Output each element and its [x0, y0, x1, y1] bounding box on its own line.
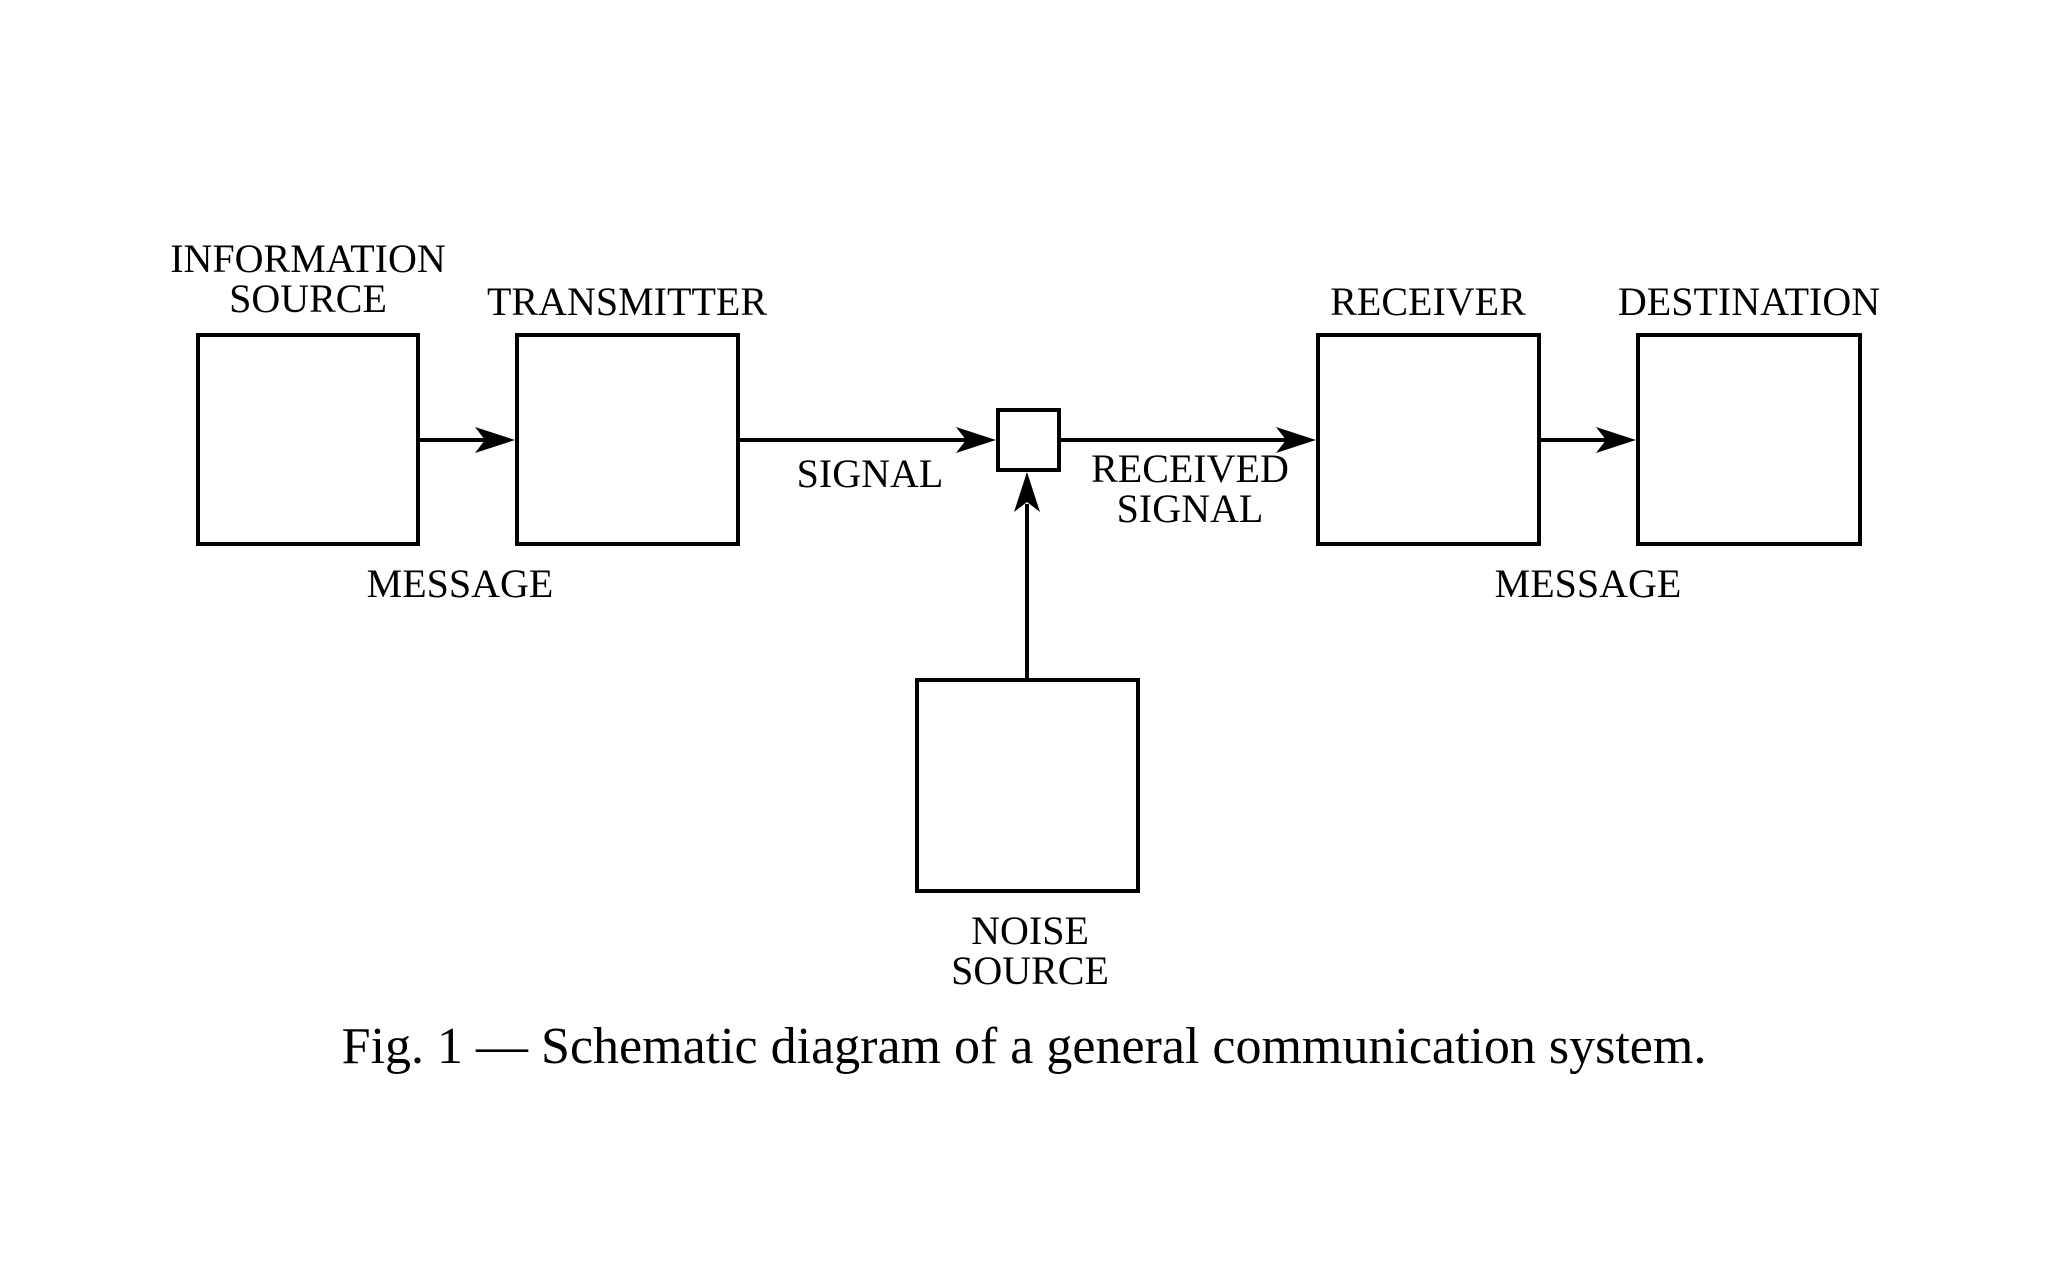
destination-label: DESTINATION — [1617, 279, 1881, 324]
transmitter-box — [515, 333, 740, 546]
information-source-label: INFORMATION SOURCE — [170, 236, 446, 321]
message-label-left: MESSAGE — [366, 561, 554, 606]
arrow-transmitter-to-channel — [738, 427, 996, 453]
noise-source-box — [915, 678, 1140, 893]
channel-junction-box — [996, 408, 1061, 472]
received-signal-label: RECEIVED SIGNAL — [1091, 446, 1289, 531]
noise-source-label: NOISE SOURCE — [951, 908, 1109, 993]
arrow-channel-to-receiver — [1059, 427, 1316, 453]
information-source-box — [196, 333, 420, 546]
figure-caption: Fig. 1 — Schematic diagram of a general … — [341, 1018, 1707, 1075]
transmitter-label: TRANSMITTER — [487, 279, 767, 324]
receiver-label: RECEIVER — [1330, 279, 1526, 324]
arrow-noise-to-channel — [1014, 472, 1040, 680]
signal-label: SIGNAL — [796, 451, 944, 496]
arrow-source-to-transmitter — [418, 427, 515, 453]
destination-box — [1636, 333, 1862, 546]
receiver-box — [1316, 333, 1541, 546]
arrow-receiver-to-destination — [1539, 427, 1636, 453]
message-label-right: MESSAGE — [1494, 561, 1682, 606]
